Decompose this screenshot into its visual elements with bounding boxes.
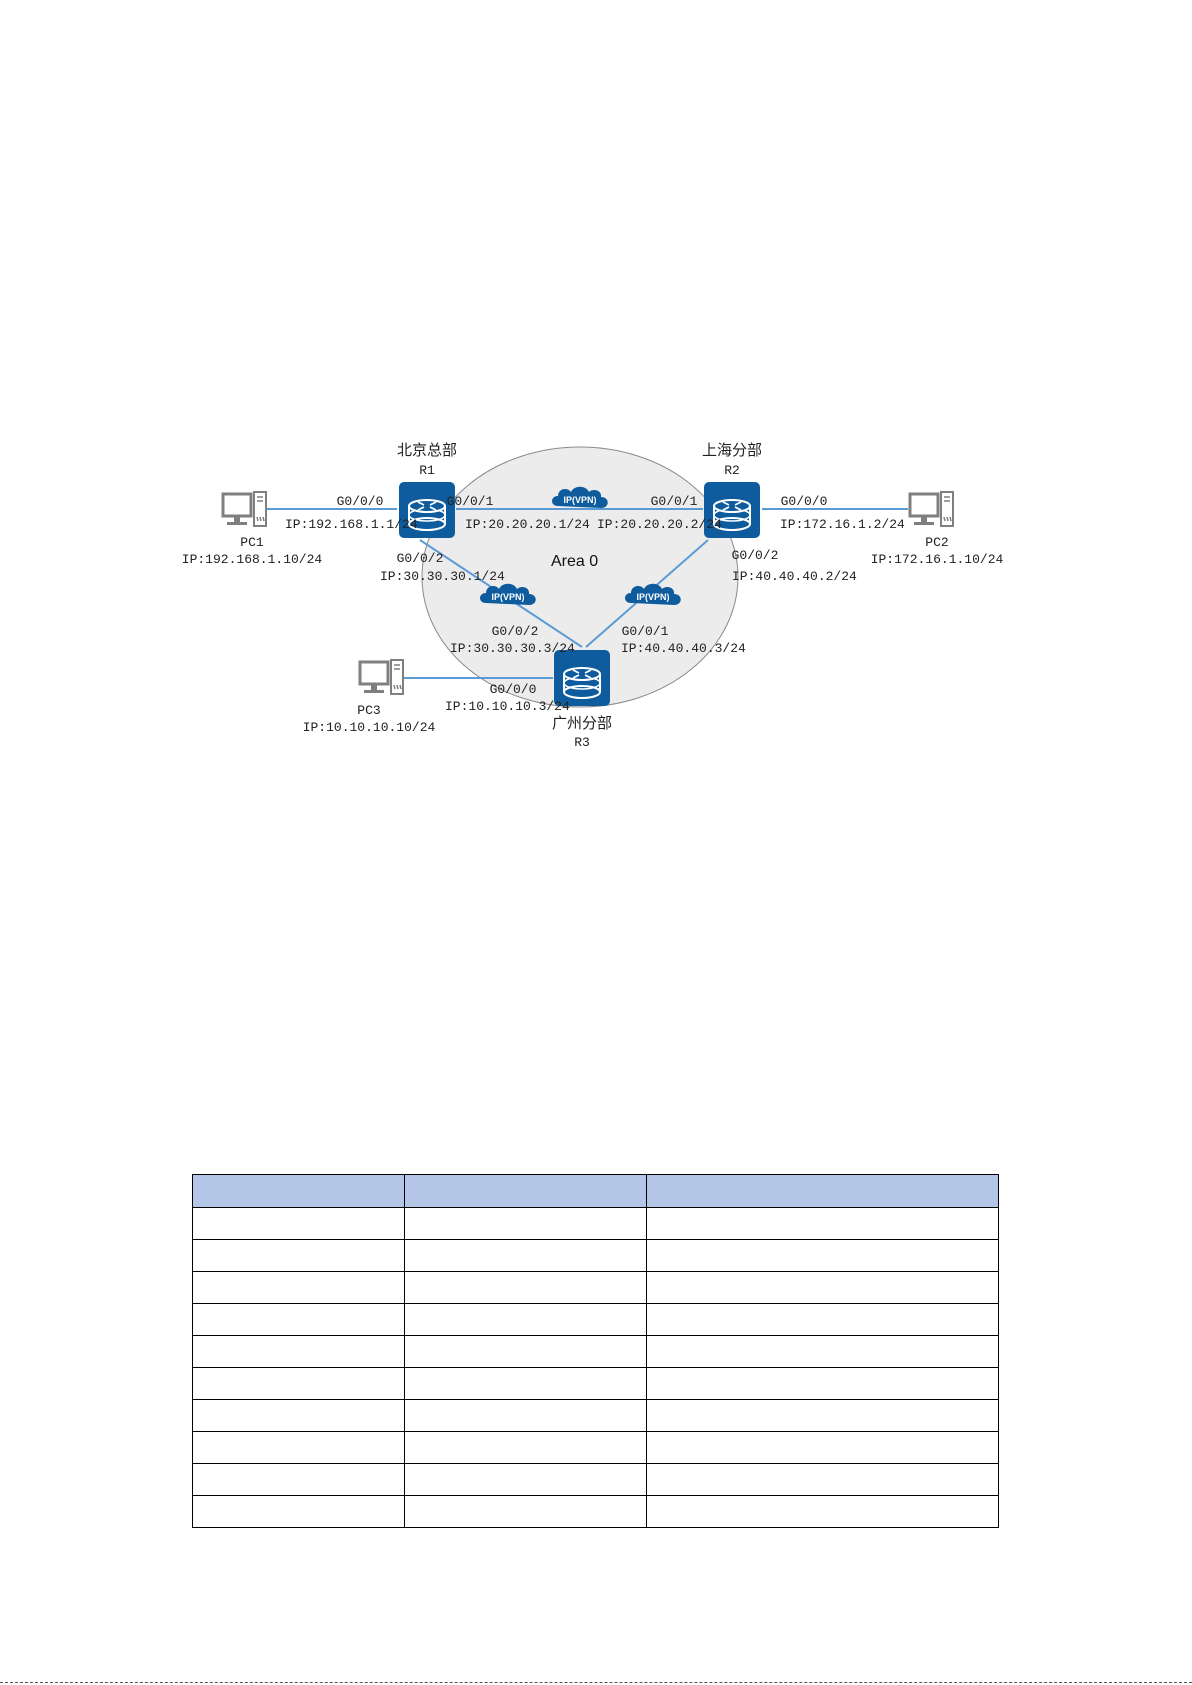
router-r3-name: R3: [574, 735, 590, 750]
table-cell: [404, 1431, 647, 1464]
r1-g000-ip: IP:192.168.1.1/24: [285, 517, 418, 532]
r3-g002-port: G0/0/2: [492, 624, 539, 639]
table-cell: [192, 1239, 405, 1272]
table-cell: [192, 1463, 405, 1496]
router-icon: [553, 649, 611, 707]
table-cell: [404, 1271, 647, 1304]
router-r3[interactable]: [553, 649, 611, 707]
vpn-cloud-label: IP(VPN): [563, 495, 596, 505]
table-cell: [646, 1239, 999, 1272]
table-cell: [404, 1239, 647, 1272]
table-row: [192, 1239, 999, 1272]
vpn-cloud-r1-r2: IP(VPN): [552, 486, 608, 508]
table-cell: [192, 1399, 405, 1432]
computer-icon: [221, 490, 268, 528]
vpn-cloud-label: IP(VPN): [636, 592, 669, 602]
r2-g002-port: G0/0/2: [732, 548, 779, 563]
table-cell: [404, 1367, 647, 1400]
address-table: [192, 1174, 999, 1528]
table-cell: [404, 1303, 647, 1336]
r2-g000-ip: IP:172.16.1.2/24: [780, 517, 905, 532]
pc2-ip: IP:172.16.1.10/24: [871, 552, 1004, 567]
table-header-row: [192, 1174, 999, 1208]
table-cell: [646, 1207, 999, 1240]
r1-g001-ip: IP:20.20.20.1/24: [465, 517, 590, 532]
table-header-cell: [646, 1174, 999, 1208]
pc2[interactable]: [908, 490, 955, 528]
table-cell: [192, 1495, 405, 1528]
table-cell: [646, 1431, 999, 1464]
router-r1-name: R1: [419, 463, 435, 478]
r3-g001-port: G0/0/1: [622, 624, 669, 639]
table-row: [192, 1431, 999, 1464]
router-r1-site: 北京总部: [397, 441, 457, 459]
r1-g002-ip: IP:30.30.30.1/24: [380, 569, 505, 584]
table-header-cell: [404, 1174, 647, 1208]
table-cell: [646, 1463, 999, 1496]
page-bottom-border: [0, 1682, 1192, 1683]
table-row: [192, 1495, 999, 1528]
r3-g001-ip: IP:40.40.40.3/24: [621, 641, 746, 656]
table-cell: [404, 1335, 647, 1368]
pc1[interactable]: [221, 490, 268, 528]
table-row: [192, 1399, 999, 1432]
table-cell: [646, 1399, 999, 1432]
table-row: [192, 1367, 999, 1400]
r1-g000-port: G0/0/0: [337, 494, 384, 509]
r1-g002-port: G0/0/2: [397, 551, 444, 566]
pc3-name: PC3: [357, 703, 380, 718]
table-cell: [646, 1335, 999, 1368]
r3-g002-ip: IP:30.30.30.3/24: [450, 641, 575, 656]
table-header-cell: [192, 1174, 405, 1208]
r3-g000-port: G0/0/0: [490, 682, 537, 697]
table-cell: [192, 1335, 405, 1368]
router-r2-site: 上海分部: [702, 441, 762, 459]
computer-icon: [358, 658, 405, 696]
r2-g001-ip: IP:20.20.20.2/24: [597, 517, 722, 532]
table-cell: [404, 1399, 647, 1432]
table-row: [192, 1303, 999, 1336]
table-cell: [646, 1303, 999, 1336]
table-row: [192, 1335, 999, 1368]
pc3-ip: IP:10.10.10.10/24: [303, 720, 436, 735]
table-row: [192, 1463, 999, 1496]
r2-g000-port: G0/0/0: [781, 494, 828, 509]
network-topology-diagram: Area 0 IP(VPN) IP(VPN) IP(VPN) 北京总部 R1 上…: [182, 441, 1004, 750]
table-cell: [404, 1463, 647, 1496]
computer-icon: [908, 490, 955, 528]
r2-g002-ip: IP:40.40.40.2/24: [732, 569, 857, 584]
r3-g000-ip: IP:10.10.10.3/24: [445, 699, 570, 714]
table-cell: [192, 1367, 405, 1400]
router-r3-site: 广州分部: [552, 714, 612, 732]
vpn-cloud-r1-r3: IP(VPN): [480, 583, 536, 605]
table-cell: [192, 1303, 405, 1336]
table-cell: [192, 1207, 405, 1240]
vpn-cloud-label: IP(VPN): [491, 592, 524, 602]
vpn-cloud-r2-r3: IP(VPN): [625, 583, 681, 605]
table-cell: [404, 1207, 647, 1240]
table-cell: [404, 1495, 647, 1528]
table-row: [192, 1207, 999, 1240]
table-cell: [646, 1495, 999, 1528]
pc1-ip: IP:192.168.1.10/24: [182, 552, 323, 567]
router-r2-name: R2: [724, 463, 740, 478]
pc1-name: PC1: [240, 535, 264, 550]
pc3[interactable]: [358, 658, 405, 696]
area-0-ellipse: [421, 446, 739, 708]
area-0-label: Area 0: [551, 553, 598, 570]
r2-g001-port: G0/0/1: [651, 494, 698, 509]
table-cell: [646, 1367, 999, 1400]
table-cell: [192, 1431, 405, 1464]
pc2-name: PC2: [925, 535, 948, 550]
table-cell: [192, 1271, 405, 1304]
table-row: [192, 1271, 999, 1304]
r1-g001-port: G0/0/1: [447, 494, 494, 509]
table-cell: [646, 1271, 999, 1304]
